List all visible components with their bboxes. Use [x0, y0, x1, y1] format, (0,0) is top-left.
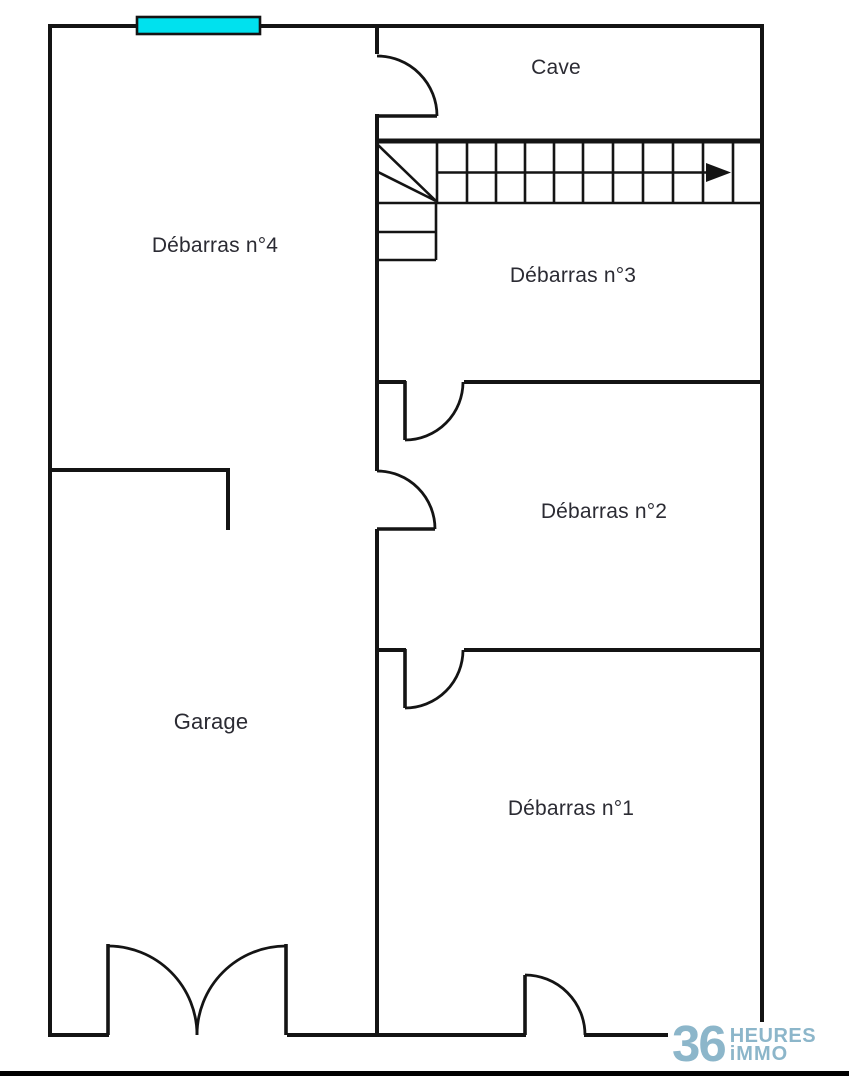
logo-number: 36	[672, 1015, 727, 1072]
room-label-cave: Cave	[531, 56, 581, 79]
room-label-debarras3: Débarras n°3	[509, 264, 637, 287]
door-garage-double	[106, 944, 288, 1036]
door-corridor	[376, 469, 437, 531]
wall-garage-divider	[48, 468, 230, 530]
doors	[106, 54, 587, 1036]
door-garage-left-arc	[107, 944, 199, 1036]
door-debarras1-arc	[404, 649, 465, 710]
staircase	[375, 142, 762, 262]
logo-words: HEURES iMMO	[729, 1025, 817, 1065]
door-debarras1-exterior	[523, 973, 587, 1036]
door-cave	[376, 54, 439, 118]
door-debarras1-exterior-arc	[524, 973, 587, 1036]
stair-lower-steps	[375, 203, 438, 262]
room-label-garage: Garage	[173, 709, 249, 734]
stairs-direction-arrow-icon	[706, 163, 731, 182]
room-label-debarras4: Débarras n°4	[151, 234, 279, 257]
door-debarras1	[403, 649, 465, 710]
door-garage-right-arc	[195, 944, 287, 1036]
door-debarras3	[403, 381, 465, 442]
bottom-separator-bar	[0, 1071, 849, 1076]
interior-walls	[48, 24, 762, 1035]
logo-word-immo: iMMO	[729, 1043, 789, 1065]
logo-word-heures: HEURES	[729, 1025, 817, 1047]
room-label-debarras1: Débarras n°1	[507, 797, 635, 820]
door-cave-arc	[376, 54, 439, 117]
room-label-debarras2: Débarras n°2	[540, 500, 668, 523]
door-debarras3-arc	[404, 381, 465, 442]
brand-logo: 36 HEURES iMMO	[668, 1015, 821, 1072]
window-marker	[135, 15, 262, 36]
stair-winder-diagonals	[377, 144, 437, 203]
door-corridor-arc	[376, 469, 437, 530]
